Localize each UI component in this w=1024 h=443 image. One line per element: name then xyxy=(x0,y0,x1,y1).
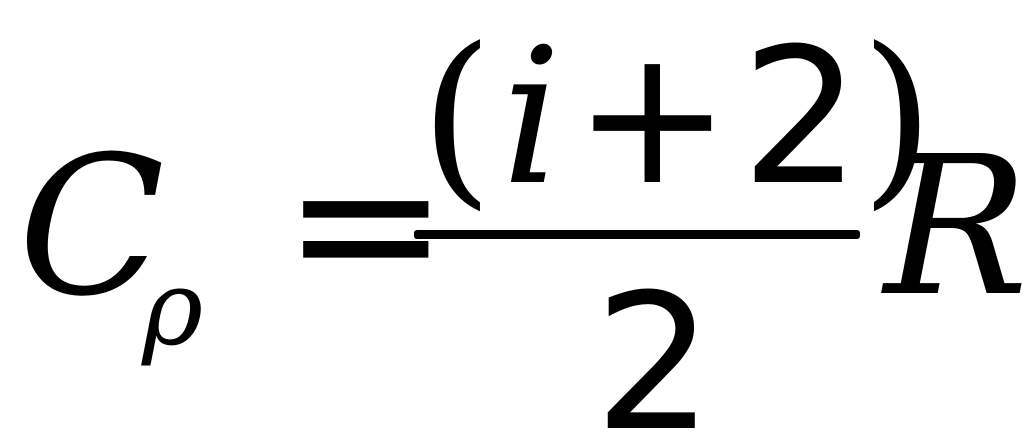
equals-sign: = xyxy=(282,107,450,340)
symbol-c: C xyxy=(18,116,165,339)
fraction-bar xyxy=(414,230,860,239)
fraction-numerator: ( i + 2 ) xyxy=(420,24,934,212)
fraction-denominator: 2 xyxy=(594,254,714,443)
symbol-r: R xyxy=(884,116,1024,339)
plus-sign: + xyxy=(573,8,732,227)
variable-i: i xyxy=(501,8,562,227)
open-parenthesis: ( xyxy=(420,8,494,227)
subscript-rho: ρ xyxy=(142,247,204,369)
numerator-constant: 2 xyxy=(741,8,861,227)
close-parenthesis: ) xyxy=(860,8,935,227)
